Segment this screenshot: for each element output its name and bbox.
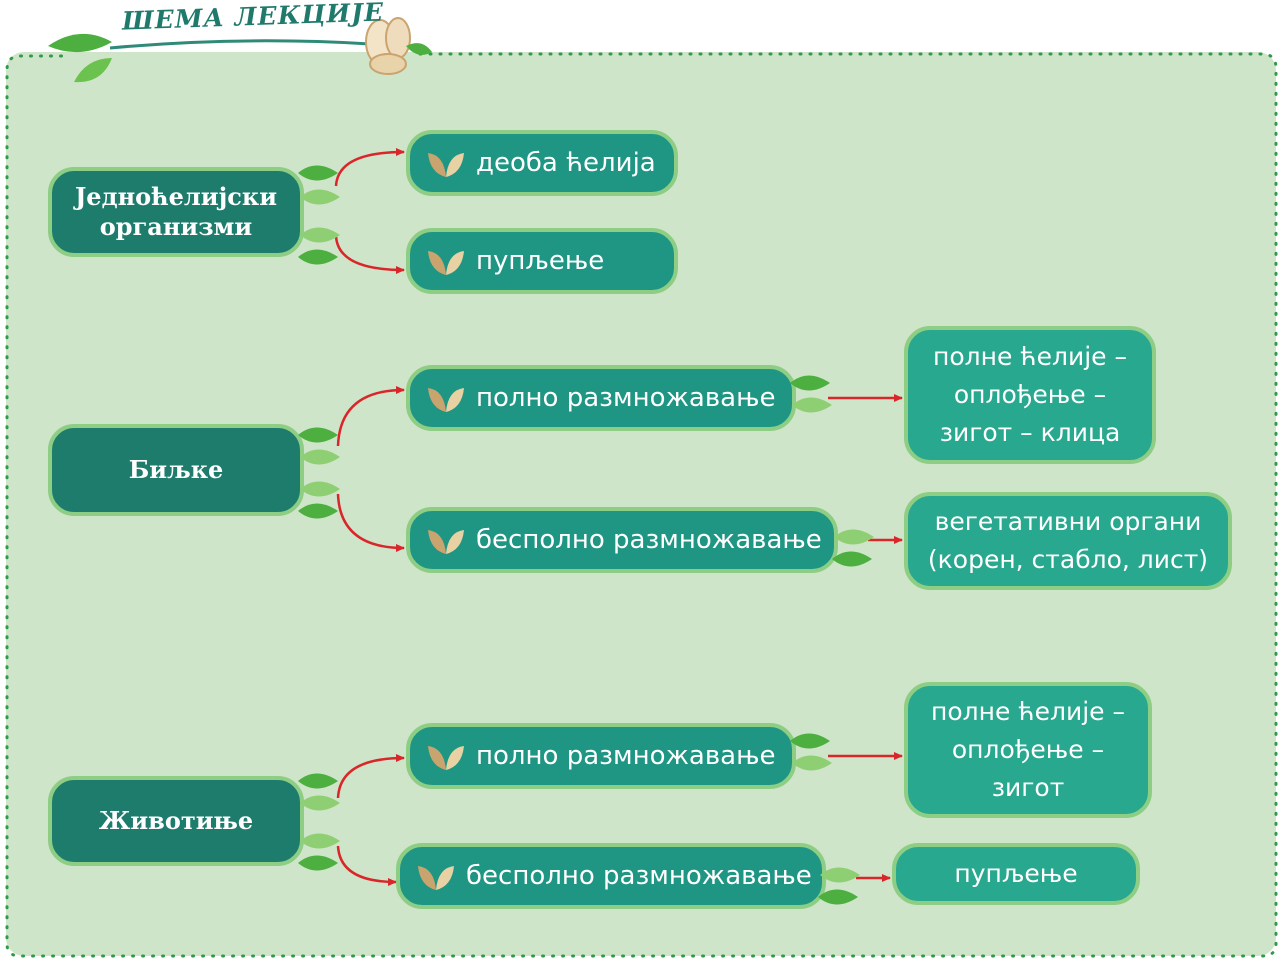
node-animals-asexual: бесполно размножавање [396,843,826,909]
result-plants-asexual-label: вегетативни органи (корен, стабло, лист) [927,507,1209,574]
node-animals: Животиње [48,776,304,866]
node-plants-sexual-label: полно размножавање [476,383,776,413]
sprout-icon [428,388,464,412]
sprout-icon [428,746,464,770]
flower-icon [365,17,432,75]
node-plants-sexual: полно размножавање [406,365,796,431]
result-plants-asexual: вегетативни органи (корен, стабло, лист) [904,492,1232,590]
sprout-icon [428,153,464,177]
node-animals-sexual-label: полно размножавање [476,741,776,771]
node-cell-division: деоба ћелија [406,130,678,196]
node-unicellular-label: Једноћелијски организми [74,182,278,241]
node-plants: Биљке [48,424,304,516]
result-animals-asexual-label: пупљење [954,859,1078,888]
node-plants-asexual: бесполно размножавање [406,507,838,573]
header-leaf-icon [48,33,112,83]
result-plants-sexual-label: полне ћелије – оплођење – зигот – клица [933,342,1127,447]
node-budding-unicellular-label: пупљење [476,246,605,276]
node-animals-sexual: полно размножавање [406,723,796,789]
result-animals-sexual-label: полне ћелије – оплођење – зигот [931,697,1125,802]
result-animals-asexual: пупљење [892,843,1140,905]
sprout-icon [418,866,454,890]
result-animals-sexual: полне ћелије – оплођење – зигот [904,682,1152,818]
node-animals-asexual-label: бесполно размножавање [466,861,812,891]
node-unicellular: Једноћелијски организми [48,167,304,257]
node-cell-division-label: деоба ћелија [476,148,656,178]
sprout-icon [428,530,464,554]
header-decoration [48,17,432,83]
node-animals-label: Животиње [98,806,254,835]
node-budding-unicellular: пупљење [406,228,678,294]
node-plants-label: Биљке [128,455,224,484]
node-plants-asexual-label: бесполно размножавање [476,525,822,555]
sprout-icon [428,251,464,275]
result-plants-sexual: полне ћелије – оплођење – зигот – клица [904,326,1156,464]
